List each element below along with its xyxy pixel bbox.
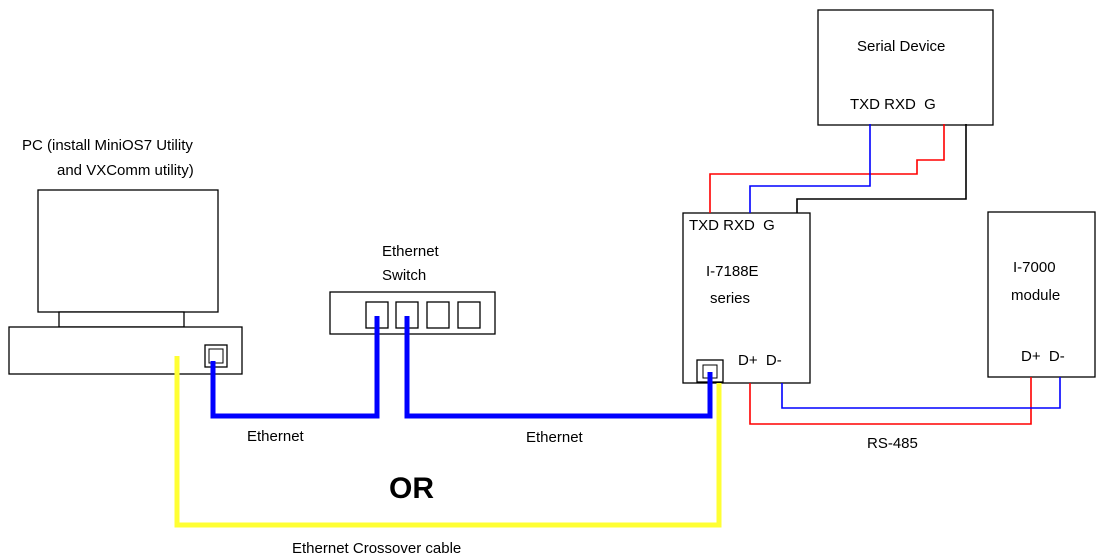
ethernet-crossover-cable: [174, 356, 722, 528]
i7188e-pins-top: TXD RXD G: [689, 217, 775, 234]
or-label: OR: [389, 472, 434, 505]
switch-label-line2: Switch: [382, 267, 427, 284]
pc-monitor-stand: [58, 311, 185, 328]
ethernet-cable-switch-to-i7188e: [404, 316, 713, 419]
i7188e-pins-bottom: D+ D-: [738, 352, 782, 369]
ethernet-label-left: Ethernet: [247, 428, 304, 445]
ethernet-cable-pc-to-switch: [210, 316, 380, 419]
pc-label-line2: and VXComm utility): [57, 162, 194, 179]
i7188e-name-line2: series: [710, 290, 751, 307]
i7188e-box: [682, 212, 811, 384]
switch-port-3: [426, 301, 450, 329]
i7000-name-line2: module: [1011, 287, 1061, 304]
i7000-name-line1: I-7000: [1013, 259, 1056, 276]
rxd-wire: [749, 124, 871, 213]
ground-wire: [796, 124, 967, 213]
txd-wire: [709, 124, 945, 213]
switch-port-4: [457, 301, 481, 329]
rs485-d-minus-wire: [781, 377, 1061, 409]
rs485-d-plus-wire: [749, 377, 1032, 425]
i7000-pins-bottom: D+ D-: [1021, 348, 1065, 365]
serial-device-title: Serial Device: [857, 38, 946, 55]
crossover-cable-label: Ethernet Crossover cable: [292, 540, 462, 557]
i7188e-name-line1: I-7188E: [706, 263, 759, 280]
ethernet-label-right: Ethernet: [526, 429, 583, 446]
pc-base: [8, 326, 243, 375]
switch-label-line1: Ethernet: [382, 243, 439, 260]
rs485-label: RS-485: [867, 435, 918, 452]
pc-label-line1: PC (install MiniOS7 Utility: [22, 137, 193, 154]
i7000-box: [987, 211, 1096, 378]
pc-monitor: [37, 189, 219, 313]
pc-ethernet-port-inner: [208, 348, 224, 364]
serial-device-box: [817, 9, 994, 126]
serial-device-pins: TXD RXD G: [850, 96, 936, 113]
